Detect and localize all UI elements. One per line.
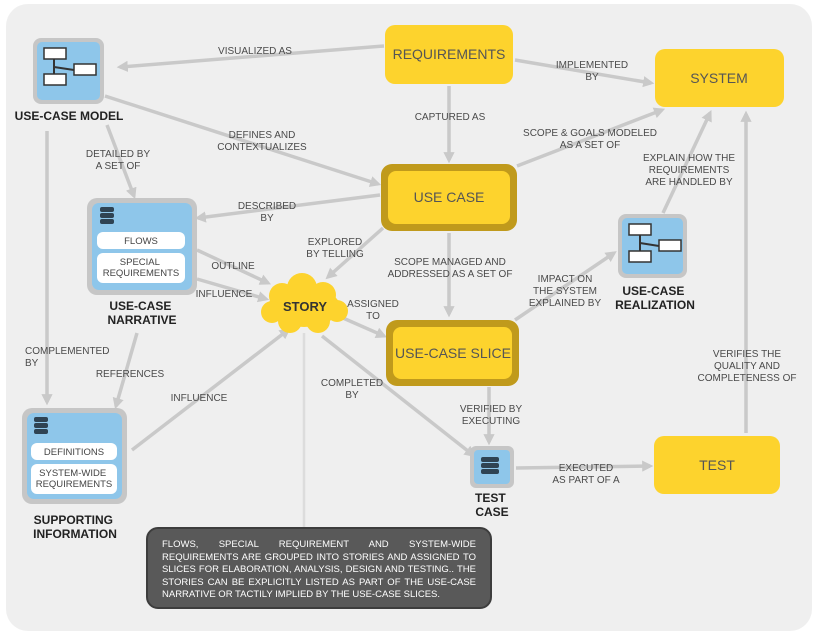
edge-label-influence-narrative: INFLUENCE [196,289,253,300]
supporting-item-definitions: DEFINITIONS [44,447,104,458]
edges [41,44,752,527]
note-box: Flows, special requirement and system-wi… [146,527,492,609]
edge-testcase-test [515,460,654,472]
node-requirements: REQUIREMENTS [385,25,513,84]
supporting-item-system-wide: SYSTEM-WIDE REQUIREMENTS [36,468,113,490]
use-case-narrative-doc: FLOWS SPECIAL REQUIREMENTS [87,198,197,295]
edge-label-outline: OUTLINE [211,261,255,272]
edge-label-visualized-as: VISUALIZED AS [218,46,292,57]
node-use-case: USE CASE [381,164,517,231]
edge-realization-system [661,109,712,214]
edge-usecase-narrative [194,193,381,223]
document-icon [100,207,114,224]
narrative-item-flows: FLOWS [124,236,158,247]
node-test: TEST [654,436,780,494]
node-story: STORY [261,273,348,333]
edge-requirements-model [116,44,385,72]
edge-story-testcase [320,334,476,458]
caption-supporting-information: SUPPORTING INFORMATION [33,513,117,541]
caption-test-case: TEST CASE [475,491,509,519]
supporting-information-doc: DEFINITIONS SYSTEM-WIDE REQUIREMENTS [22,408,127,504]
narrative-item-special: SPECIAL REQUIREMENTS [103,257,180,279]
edge-usecase-system [516,107,666,168]
edge-supporting-story [130,327,291,452]
edge-narrative-story-outline [196,248,272,285]
use-case-model-icon [33,38,104,104]
note-text: Flows, special requirement and system-wi… [162,539,476,600]
node-use-case-slice: USE-CASE SLICE [386,320,519,386]
node-use-case-slice-label: USE-CASE SLICE [395,345,511,361]
caption-use-case-model: USE-CASE MODEL [15,109,124,123]
edge-slice-realization [514,251,617,322]
edge-narrative-story-influence [196,277,270,303]
edge-story-slice [342,316,388,338]
document-icon [34,417,48,434]
node-story-label: STORY [283,299,327,314]
edge-model-narrative [105,124,137,200]
caption-use-case-realization: USE-CASE REALIZATION [615,284,695,312]
edge-label-captured-as: CAPTURED AS [415,112,486,123]
caption-use-case-narrative: USE-CASE NARRATIVE [107,299,176,327]
background-panel [6,4,812,631]
node-system-label: SYSTEM [690,70,748,86]
node-requirements-label: REQUIREMENTS [393,46,506,62]
edge-usecase-story [325,226,385,280]
edge-narrative-supporting [112,332,139,410]
node-use-case-label: USE CASE [414,189,485,205]
test-case-icon [470,446,514,488]
use-case-realization-icon [618,214,687,278]
cloud-icon [261,273,348,333]
edge-label-influence-supporting: INFLUENCE [171,393,228,404]
node-system: SYSTEM [655,49,784,107]
node-test-label: TEST [699,457,735,473]
edge-label-references: REFERENCES [96,369,165,380]
edge-requirements-system [514,58,655,88]
edge-model-usecase [104,94,382,187]
